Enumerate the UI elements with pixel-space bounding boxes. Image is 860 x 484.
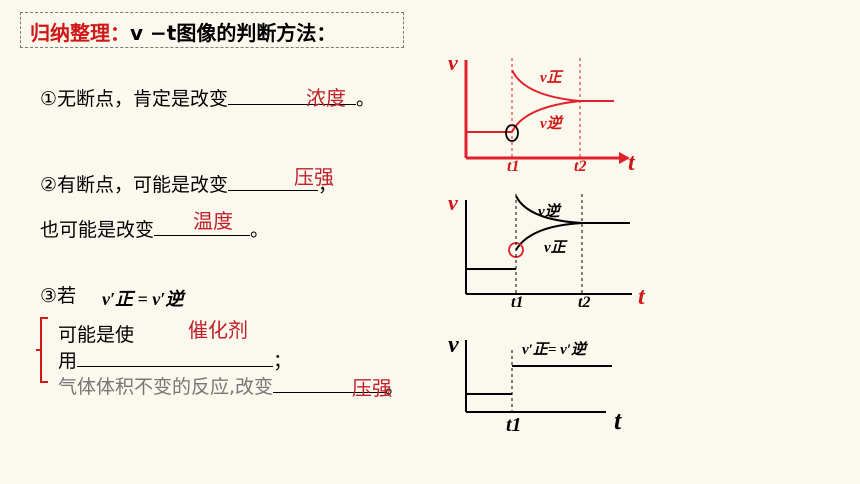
item-3-blank: [77, 365, 274, 367]
graph-1-curve-label-a: v正: [540, 70, 562, 86]
item-1-text: ①无断点，肯定是改变: [40, 88, 229, 110]
graph-2-v-label: v: [448, 190, 458, 215]
title-label: 归纳整理：: [30, 21, 130, 45]
title-text: v −t图像的判断方法：: [130, 21, 337, 45]
graph-3-v-label: v: [448, 332, 459, 358]
item-3-line2-text: 用: [58, 350, 78, 372]
item-3-line3-blank: [273, 391, 386, 393]
item-3-bracket: [36, 317, 48, 383]
item-1-blank: [228, 103, 357, 105]
item-2b-blank: [154, 234, 251, 236]
graph-1-curve-reverse: [511, 100, 581, 133]
item-2-end: ，: [318, 174, 338, 196]
item-2b-end: 。: [250, 219, 270, 241]
graph-1: [464, 58, 630, 164]
item-3-formula: v′正 = v′逆: [102, 289, 184, 309]
graph-2-t1-label: t1: [511, 294, 524, 311]
item-2-answer: 压强: [294, 165, 334, 189]
title-frame: [20, 12, 404, 48]
item-3-line3: 气体体积不变的反应,改变 。: [58, 372, 404, 399]
graph-3: [465, 340, 612, 413]
graph-1-v-label: v: [448, 50, 458, 75]
graph-2-curve-label-a: v逆: [538, 204, 560, 220]
item-2-text: ②有断点，可能是改变: [40, 174, 229, 196]
graph-1-t-label: t: [628, 150, 635, 176]
graph-3-rate-label: v′正= v′逆: [522, 342, 587, 358]
graph-2: [465, 194, 632, 295]
item-2b: 也可能是改变 。: [40, 215, 269, 242]
graph-1-curve-label-b: v逆: [540, 116, 562, 132]
item-3-line3-text: 气体体积不变的反应,改变: [58, 376, 274, 398]
item-2: ②有断点，可能是改变 ，: [40, 170, 337, 197]
item-3-prefix: ③若: [40, 285, 77, 307]
item-1-answer: 浓度: [306, 86, 346, 110]
item-3-line2-end: ；: [273, 350, 293, 372]
item-3-line1: 可能是使: [58, 324, 135, 346]
graph-2-curve-reverse: [515, 195, 630, 224]
item-3-answer2: 压强: [352, 376, 392, 400]
item-2b-text: 也可能是改变: [40, 219, 155, 241]
item-1-end: 。: [356, 88, 376, 110]
graph-3-t-label: t: [614, 406, 622, 435]
page-title: 归纳整理：v −t图像的判断方法：: [30, 17, 336, 46]
graph-3-t1-label: t1: [506, 414, 522, 436]
item-2b-answer: 温度: [193, 209, 233, 233]
item-1: ①无断点，肯定是改变 。: [40, 84, 375, 111]
graph-1-curve-forward: [511, 69, 614, 102]
graph-2-curve-forward: [515, 222, 583, 251]
item-3-answer: 催化剂: [188, 318, 248, 342]
graph-2-curve-label-b: v正: [544, 240, 566, 256]
graph-1-t2-label: t2: [574, 158, 587, 175]
graph-2-t2-label: t2: [578, 294, 591, 311]
item-3-line3-end: 。: [385, 376, 405, 398]
item-2-blank: [228, 189, 319, 191]
graph-1-t1-label: t1: [507, 158, 520, 175]
graph-1-t-arrow: [619, 152, 630, 164]
item-3-line2: 用；: [58, 346, 292, 373]
graph-2-t-label: t: [638, 284, 645, 310]
